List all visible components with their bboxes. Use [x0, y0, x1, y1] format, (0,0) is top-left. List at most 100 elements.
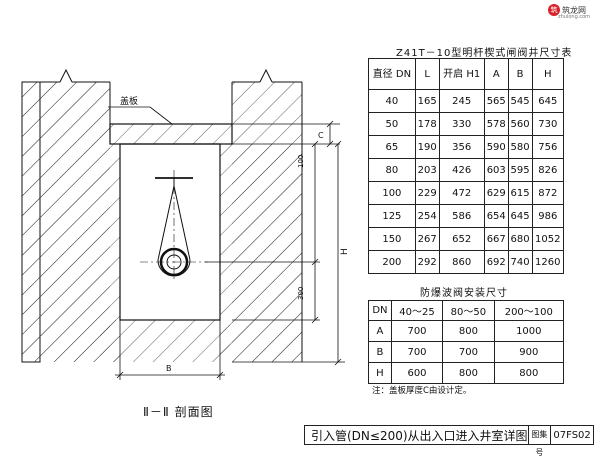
table-cell: 654	[483, 204, 509, 228]
cover-slab	[109, 123, 233, 145]
table-cell: 730	[531, 112, 565, 136]
table-cell: 190	[414, 135, 440, 159]
table-cell: 986	[531, 204, 565, 228]
dim-300: 300	[297, 287, 305, 300]
table-cell: 545	[507, 89, 533, 113]
table-cell: 330	[438, 112, 485, 136]
table-cell: 1260	[531, 250, 565, 274]
table-cell: 472	[438, 181, 485, 205]
table-cell: 65	[368, 135, 416, 159]
table-cell: 700	[390, 341, 444, 363]
col-header: 直径 DN	[368, 58, 416, 90]
explosion-table-title: 防爆波阀安装尺寸	[420, 288, 508, 299]
table-cell: 595	[507, 158, 533, 182]
table-cell: 826	[531, 158, 565, 182]
table-cell: 629	[483, 181, 509, 205]
table-header-row: DN 40～25 80～50 200～100	[368, 300, 565, 321]
table-cell: 200	[368, 250, 416, 274]
dimension-text: C 100 300 H B 盖板	[120, 95, 350, 373]
col-header: A	[483, 58, 509, 90]
col-header: 40～25	[390, 300, 444, 321]
wall-outlines	[21, 68, 303, 362]
table-cell: 254	[414, 204, 440, 228]
table-cell: 100	[368, 181, 416, 205]
dim-b: B	[166, 364, 172, 373]
dimension-lines	[108, 106, 345, 380]
table-cell: 1000	[493, 320, 565, 342]
table-cell: 645	[507, 204, 533, 228]
section-title: Ⅱ－Ⅱ 剖面图	[143, 405, 214, 419]
table-cell: 590	[483, 135, 509, 159]
table-cell: 603	[483, 158, 509, 182]
logo-url: zhulong.com	[558, 14, 591, 20]
table-cell: 40	[368, 89, 416, 113]
table-cell: 652	[438, 227, 485, 251]
table-cell: 800	[442, 320, 495, 342]
col-header: 开启 H1	[438, 58, 485, 90]
table-header-row: 直径 DN L 开启 H1 A B H	[368, 58, 565, 90]
cover-label: 盖板	[120, 95, 138, 107]
table-cell: 203	[414, 158, 440, 182]
table-cell: 645	[531, 89, 565, 113]
title-block: 引入管(DN≤200)从出入口进入井室详图 图集号 07FS02	[304, 425, 594, 457]
section-drawing: C 100 300 H B 盖板	[21, 68, 350, 380]
site-logo[interactable]: 筑 筑龙网	[548, 2, 598, 18]
table-cell: 692	[483, 250, 509, 274]
table-cell: 229	[414, 181, 440, 205]
table-cell: 700	[442, 341, 495, 363]
chamber-void	[119, 143, 221, 321]
table-cell: 356	[438, 135, 485, 159]
col-header: 200～100	[493, 300, 565, 321]
atlas-label: 图集号	[527, 426, 552, 457]
table-cell: 292	[414, 250, 440, 274]
table-cell: 680	[507, 227, 533, 251]
masonry-walls	[21, 81, 302, 363]
col-header: DN	[368, 300, 392, 321]
dim-h: H	[340, 248, 350, 255]
table-cell: 800	[442, 362, 495, 384]
col-header: B	[507, 58, 533, 90]
table-cell: 1052	[531, 227, 565, 251]
table-cell: 426	[438, 158, 485, 182]
table-cell: 667	[483, 227, 509, 251]
table-note: 注：盖板厚度C由设计定。	[372, 386, 472, 396]
table-cell: 586	[438, 204, 485, 228]
table-cell: 245	[438, 89, 485, 113]
table-cell: 267	[414, 227, 440, 251]
table-cell: 580	[507, 135, 533, 159]
dim-c: C	[318, 131, 324, 140]
table-cell: 615	[507, 181, 533, 205]
table-cell: 740	[507, 250, 533, 274]
table-cell: B	[368, 341, 392, 363]
table-cell: 756	[531, 135, 565, 159]
valve-assembly	[140, 170, 208, 282]
table-cell: 860	[438, 250, 485, 274]
col-header: L	[414, 58, 440, 90]
table-cell: 900	[493, 341, 565, 363]
table-cell: A	[368, 320, 392, 342]
table-cell: 178	[414, 112, 440, 136]
table-cell: 578	[483, 112, 509, 136]
table-cell: 165	[414, 89, 440, 113]
col-header: 80～50	[442, 300, 495, 321]
logo-text: 筑龙网	[562, 5, 586, 15]
atlas-number: 07FS02	[553, 429, 591, 441]
table-cell: 872	[531, 181, 565, 205]
dim-100: 100	[297, 155, 305, 168]
table-cell: 565	[483, 89, 509, 113]
table-cell: 80	[368, 158, 416, 182]
